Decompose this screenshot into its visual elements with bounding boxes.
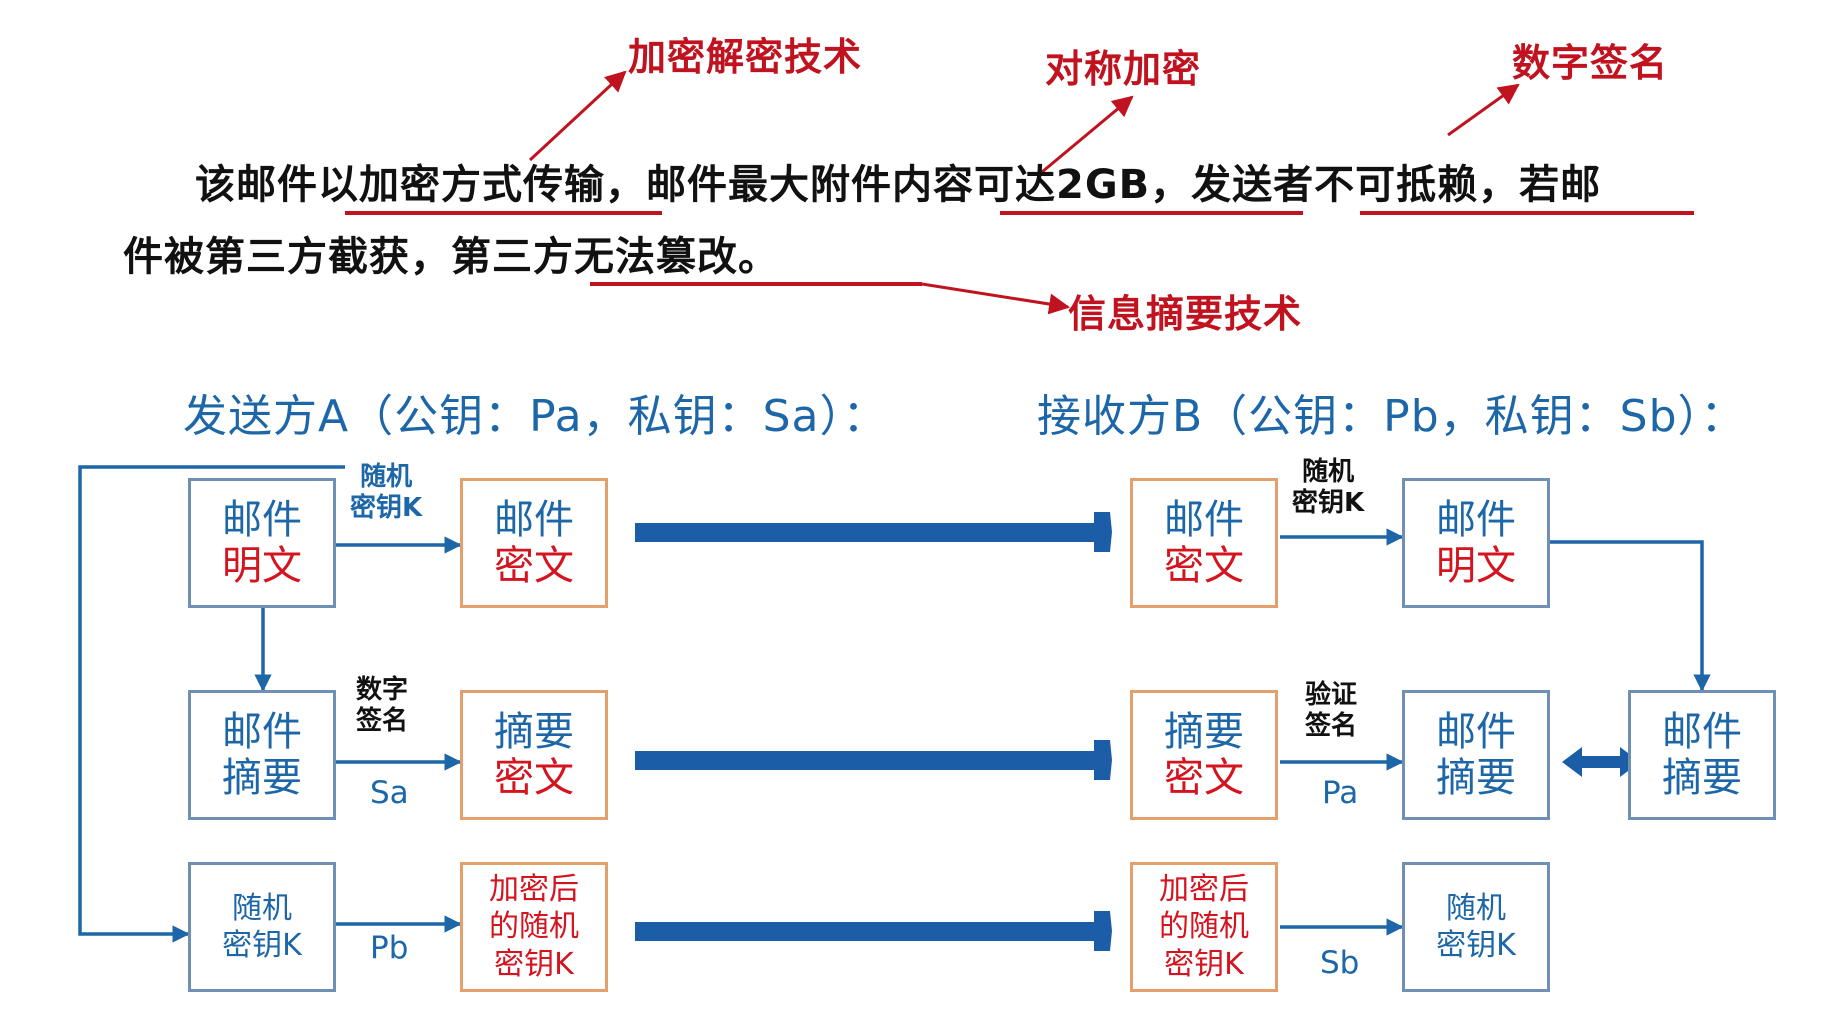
box-line: 密钥K <box>1436 928 1516 963</box>
label-pa: Pa <box>1322 775 1359 811</box>
box-line: 明文 <box>1436 543 1516 589</box>
compare-double-arrow <box>1562 747 1640 777</box>
box-line: 邮件 <box>1436 497 1516 543</box>
connector-loop-left <box>78 465 345 943</box>
box-line: 的随机 <box>489 909 579 945</box>
box-line: 邮件 <box>494 497 574 543</box>
sender-title: 发送方A（公钥：Pa，私钥：Sa）： <box>183 391 888 442</box>
annotation-encrypt-decrypt: 加密解密技术 <box>628 35 863 79</box>
box-line: 的随机 <box>1159 909 1249 945</box>
label-sb: Sb <box>1320 945 1360 981</box>
box-line: 密钥K <box>222 928 302 963</box>
box-sender-digest-cipher: 摘要 密文 <box>460 690 608 820</box>
box-line: 摘要 <box>1164 709 1244 755</box>
label-line: 随机 <box>1302 457 1355 487</box>
box-line: 加密后 <box>489 871 579 907</box>
box-receiver-mail-digest: 邮件 摘要 <box>1402 690 1550 820</box>
box-line: 加密后 <box>1159 871 1249 907</box>
box-receiver-mail-cipher: 邮件 密文 <box>1130 478 1278 608</box>
paragraph-line-1: 该邮件以加密方式传输，邮件最大附件内容可达2GB，发送者不可抵赖，若邮 <box>195 162 1602 208</box>
box-sender-encrypted-key: 加密后 的随机 密钥K <box>460 862 608 992</box>
label-line: 密钥K <box>1292 488 1365 519</box>
annotation-digest: 信息摘要技术 <box>1068 292 1303 336</box>
paragraph-line-2: 件被第三方截获，第三方无法篡改。 <box>123 234 779 280</box>
box-line: 密文 <box>494 543 574 589</box>
box-sender-mail-digest: 邮件 摘要 <box>188 690 336 820</box>
arrow-to-digest <box>921 282 1071 315</box>
box-line: 密文 <box>494 755 574 801</box>
annotation-signature: 数字签名 <box>1512 41 1669 85</box>
box-line: 邮件 <box>222 497 302 543</box>
label-line: 验证 <box>1305 680 1358 710</box>
box-line: 密文 <box>1164 755 1244 801</box>
box-sender-mail-cipher: 邮件 密文 <box>460 478 608 608</box>
label-digital-sign: 数字 签名 <box>356 675 408 737</box>
box-line: 明文 <box>222 543 302 589</box>
arrow-to-encrypt-decrypt <box>528 70 627 162</box>
box-line: 密钥K <box>1164 946 1244 982</box>
arrow-to-signature <box>1447 83 1520 137</box>
arrow-to-symmetric <box>1041 95 1134 174</box>
label-verify-sign: 验证 签名 <box>1305 680 1357 742</box>
box-line: 摘要 <box>1436 755 1516 801</box>
box-line: 随机 <box>232 890 292 926</box>
box-line: 邮件 <box>1662 709 1742 755</box>
box-receiver-mail-plain: 邮件 明文 <box>1402 478 1550 608</box>
box-line: 邮件 <box>1164 497 1244 543</box>
box-line: 随机 <box>1446 890 1506 926</box>
transmit-arrow-2 <box>635 740 1112 780</box>
box-line: 密钥K <box>494 946 574 982</box>
label-receiver-random-key: 随机 密钥K <box>1292 457 1364 519</box>
receiver-title: 接收方B（公钥：Pb，私钥：Sb）： <box>1037 391 1746 442</box>
box-receiver-encrypted-key: 加密后 的随机 密钥K <box>1130 862 1278 992</box>
transmit-arrow-1 <box>635 512 1112 552</box>
box-sender-random-key: 随机 密钥K <box>188 862 336 992</box>
label-line: 数字 <box>356 675 409 705</box>
label-line: 签名 <box>1305 711 1358 742</box>
box-line: 摘要 <box>222 755 302 801</box>
box-line: 邮件 <box>222 709 302 755</box>
label-line: 密钥K <box>350 493 423 524</box>
box-line: 摘要 <box>1662 755 1742 801</box>
box-sender-mail-plain: 邮件 明文 <box>188 478 336 608</box>
box-line: 邮件 <box>1436 709 1516 755</box>
transmit-arrow-3 <box>635 911 1112 951</box>
box-receiver-mail-digest-compare: 邮件 摘要 <box>1628 690 1776 820</box>
label-sa: Sa <box>370 775 409 811</box>
label-line: 签名 <box>356 706 409 737</box>
label-line: 随机 <box>360 462 413 492</box>
label-pb: Pb <box>370 930 409 966</box>
box-receiver-random-key: 随机 密钥K <box>1402 862 1550 992</box>
box-receiver-digest-cipher: 摘要 密文 <box>1130 690 1278 820</box>
connector-plain-to-digest-right <box>1550 540 1711 692</box>
box-line: 摘要 <box>494 709 574 755</box>
annotation-symmetric: 对称加密 <box>1045 47 1202 91</box>
label-sender-random-key: 随机 密钥K <box>350 462 422 524</box>
box-line: 密文 <box>1164 543 1244 589</box>
